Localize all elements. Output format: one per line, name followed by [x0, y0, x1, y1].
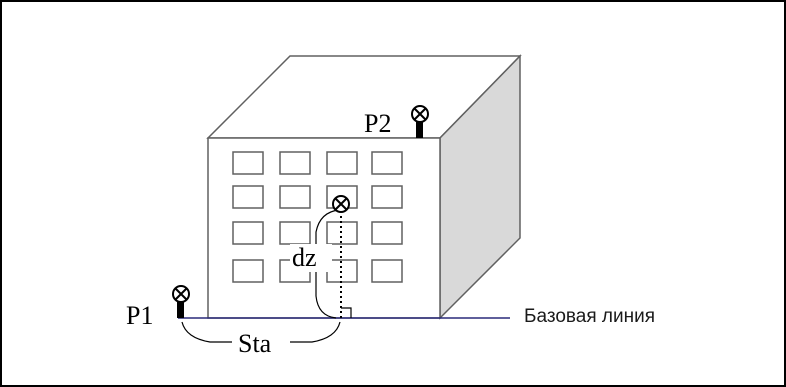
building-window: [371, 221, 403, 245]
building-window: [371, 259, 403, 283]
prism-p1-icon: [172, 285, 190, 318]
dz-label-bg: [290, 244, 332, 272]
p2-label: P2: [364, 109, 391, 138]
sta-bracket-left: [181, 321, 232, 343]
building-window: [279, 151, 311, 175]
prism-p2-icon: [411, 105, 429, 138]
target-cross-icon: [332, 195, 350, 213]
sta-bracket-right: [290, 321, 341, 343]
building-window: [279, 185, 311, 209]
building-window: [326, 151, 358, 175]
building-window: [232, 259, 264, 283]
right-angle-marker: [341, 307, 352, 318]
building-window: [371, 185, 403, 209]
building-window: [371, 151, 403, 175]
building-window: [232, 185, 264, 209]
building-window: [232, 151, 264, 175]
dz-label: dz: [292, 243, 317, 272]
sta-label: Sta: [238, 329, 272, 358]
baseline-label: Базовая линия: [524, 306, 655, 327]
building-window: [279, 221, 311, 245]
building-windows: [232, 151, 403, 283]
building-window: [232, 221, 264, 245]
building: [206, 54, 522, 320]
p1-label: P1: [126, 301, 153, 330]
